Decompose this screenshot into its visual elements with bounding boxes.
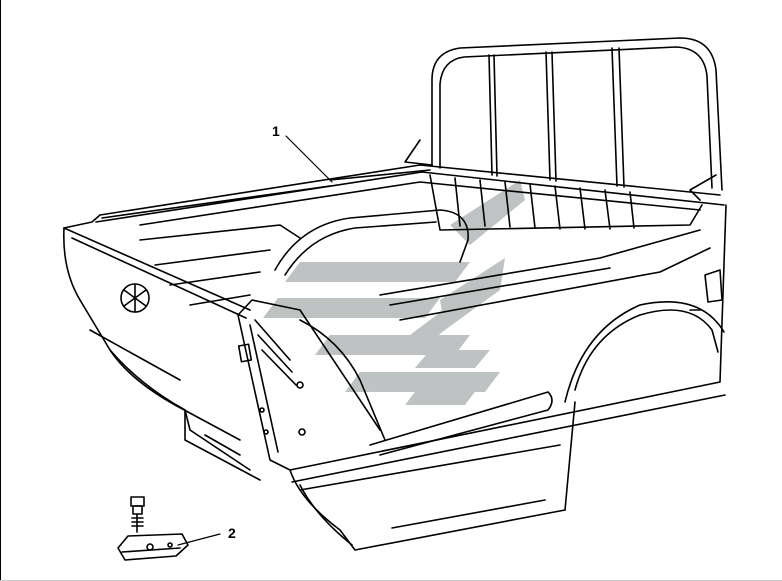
frame-left-edge: [0, 0, 1, 581]
bed-top-rails: [63, 164, 725, 229]
callout-label-1: 1: [272, 123, 280, 139]
watermark-logo: [263, 180, 525, 405]
bed-floor: [139, 209, 711, 321]
left-side-panel: [63, 227, 261, 481]
rear-inner-pillar: [237, 299, 386, 471]
leader-line-1: [285, 135, 333, 183]
right-side-panel: [289, 204, 727, 551]
bracket-part: [117, 496, 189, 561]
callout-label-2: 2: [228, 525, 236, 541]
leader-line-2: [177, 533, 221, 546]
cab-guard-frame: [404, 37, 723, 201]
front-bed-wall: [429, 174, 703, 231]
